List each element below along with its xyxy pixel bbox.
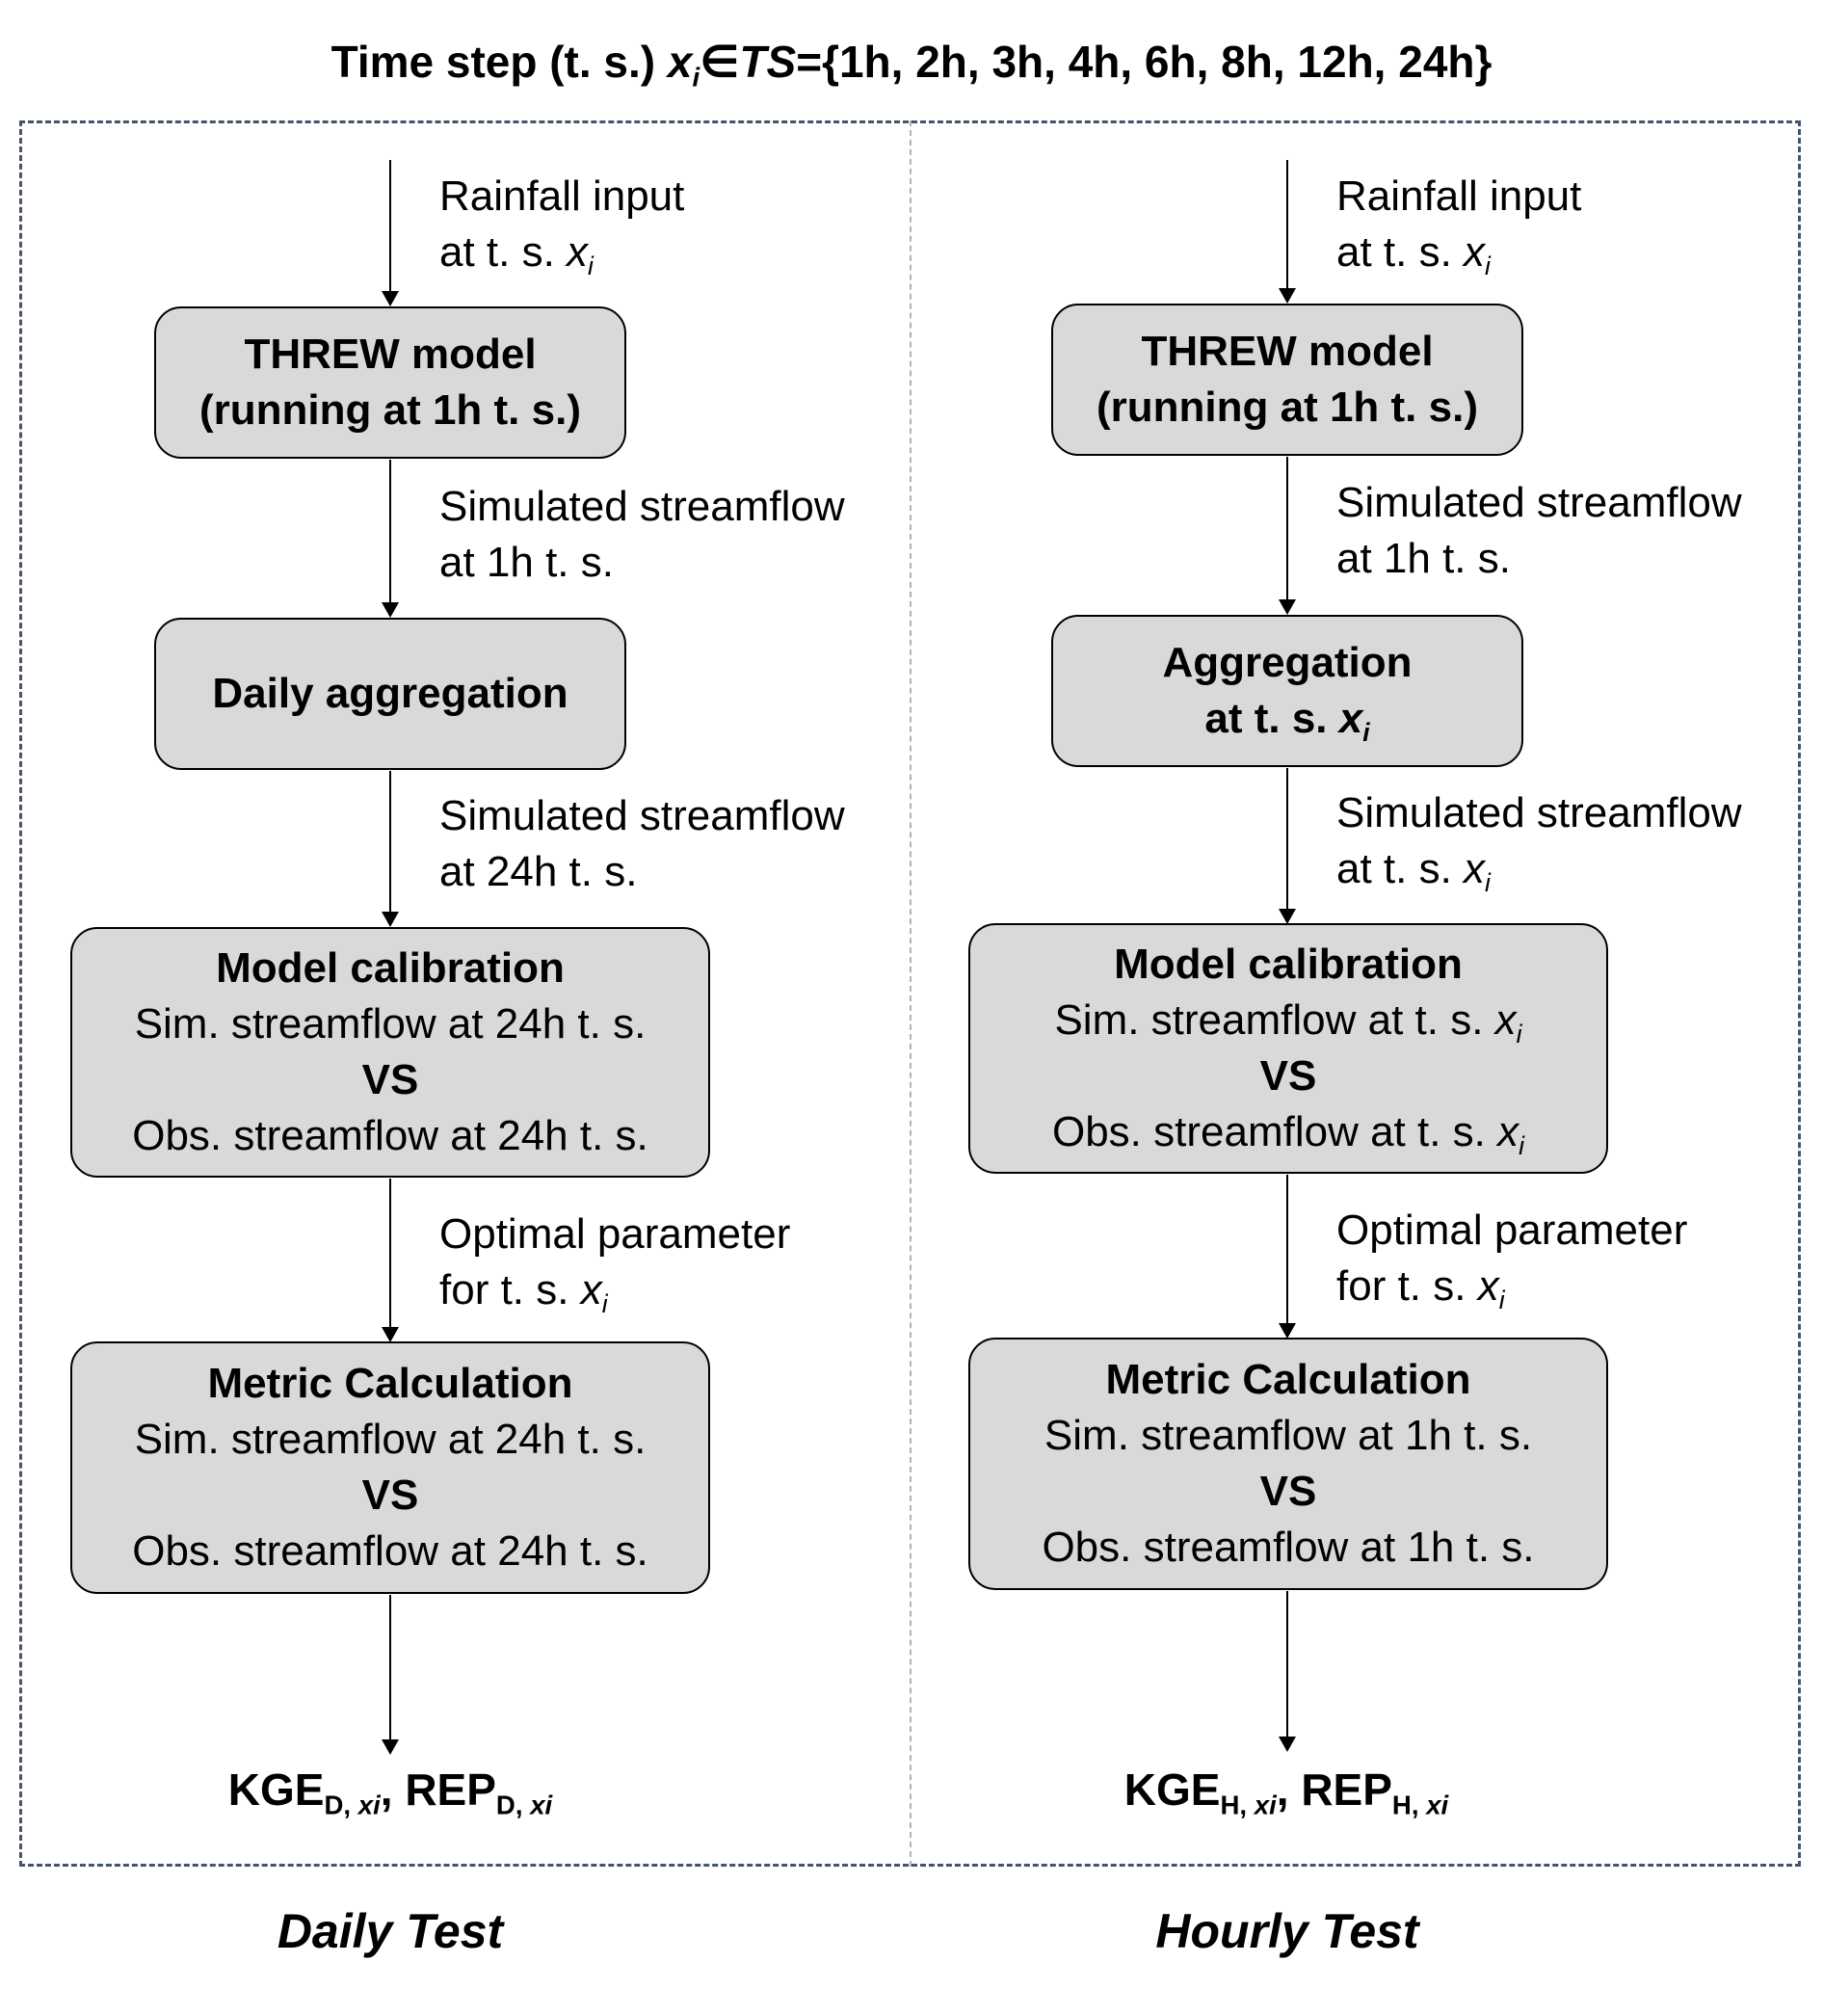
- label-rainfall-daily: Rainfall input at t. s. xi: [439, 172, 685, 281]
- arrow-rainfall-to-threw-hourly: [1279, 160, 1296, 304]
- box-model-calibration-daily: Model calibration Sim. streamflow at 24h…: [70, 927, 710, 1178]
- arrow-agg-to-calibration-daily: [382, 771, 399, 927]
- arrow-metric-to-result-hourly: [1279, 1591, 1296, 1752]
- box-model-calibration-hourly: Model calibration Sim. streamflow at t. …: [968, 923, 1608, 1174]
- result-kge-rep-hourly: KGEH, xi, REPH, xi: [1123, 1764, 1449, 1820]
- label-rainfall-hourly: Rainfall input at t. s. xi: [1336, 172, 1582, 281]
- box-threw-model-daily: THREW model (running at 1h t. s.): [154, 306, 626, 459]
- box-aggregation-hourly: Aggregation at t. s. xi: [1051, 615, 1523, 767]
- arrow-calibration-to-metric-daily: [382, 1179, 399, 1342]
- label-sim-24h-daily: Simulated streamflow at 24h t. s.: [439, 792, 845, 895]
- footer-hourly-test: Hourly Test: [1155, 1904, 1419, 1958]
- arrow-threw-to-agg-hourly: [1279, 457, 1296, 615]
- box-metric-calculation-hourly: Metric Calculation Sim. streamflow at 1h…: [968, 1338, 1608, 1590]
- box-daily-aggregation: Daily aggregation: [154, 618, 626, 770]
- label-optimal-parameter-hourly: Optimal parameter for t. s. xi: [1336, 1207, 1688, 1315]
- arrow-agg-to-calibration-hourly: [1279, 768, 1296, 924]
- label-sim-1h-hourly: Simulated streamflow at 1h t. s.: [1336, 479, 1742, 582]
- result-kge-rep-daily: KGED, xi, REPD, xi: [227, 1764, 553, 1820]
- label-sim-xi-hourly: Simulated streamflow at t. s. xi: [1336, 789, 1742, 898]
- arrow-metric-to-result-daily: [382, 1595, 399, 1755]
- diagram-title: Time step (t. s.) xi∈TS={1h, 2h, 3h, 4h,…: [330, 37, 1493, 93]
- arrow-threw-to-agg-daily: [382, 460, 399, 618]
- box-metric-calculation-daily: Metric Calculation Sim. streamflow at 24…: [70, 1341, 710, 1594]
- footer-daily-test: Daily Test: [277, 1904, 504, 1958]
- label-optimal-parameter-daily: Optimal parameter for t. s. xi: [439, 1210, 791, 1319]
- arrow-calibration-to-metric-hourly: [1279, 1175, 1296, 1339]
- arrow-rainfall-to-threw-daily: [382, 160, 399, 306]
- panel-divider: [910, 120, 912, 1867]
- box-threw-model-hourly: THREW model (running at 1h t. s.): [1051, 304, 1523, 456]
- label-sim-1h-daily: Simulated streamflow at 1h t. s.: [439, 483, 845, 586]
